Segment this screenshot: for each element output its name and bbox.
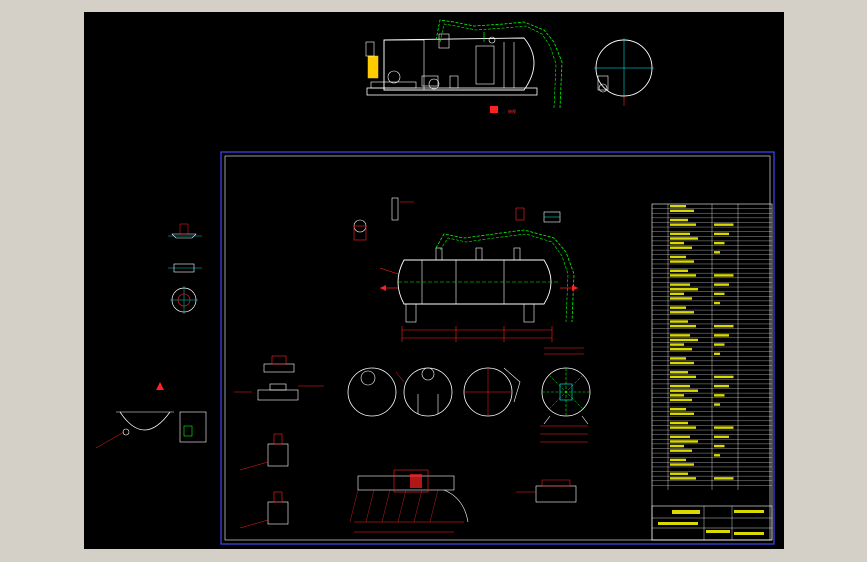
- title-block-text: [714, 477, 734, 480]
- drawing-frame-outer: [220, 151, 775, 545]
- title-block-text: [670, 306, 686, 309]
- title-block-text: [714, 435, 729, 439]
- title-block-text: [714, 384, 729, 388]
- title-block-text: [670, 311, 694, 314]
- title-block-text: [670, 472, 688, 475]
- title-block-text: [670, 444, 684, 448]
- title-block-text: [670, 237, 698, 240]
- title-block-text: [670, 463, 694, 466]
- title-block-text: [714, 324, 734, 328]
- title-block-text: [670, 412, 694, 415]
- title-block-text: [670, 384, 690, 388]
- title-block-text: [670, 269, 688, 272]
- title-block-text: [714, 292, 725, 296]
- title-block-text: [670, 288, 698, 291]
- title-block-text: [670, 407, 686, 411]
- title-block-text: [670, 283, 690, 286]
- title-block-text: [670, 348, 692, 351]
- title-block-text: [670, 260, 694, 263]
- title-block-text: [670, 297, 692, 300]
- title-block-text: [670, 320, 688, 323]
- title-block-text: [714, 232, 729, 236]
- title-block-text: [670, 394, 684, 397]
- title-block-text: [714, 394, 725, 397]
- title-block-text: [670, 458, 686, 462]
- title-block-text: [670, 292, 684, 296]
- title-block-text: [714, 444, 725, 448]
- main-elevation-view: [353, 197, 578, 342]
- title-block-text: [670, 371, 688, 374]
- title-block-text: [670, 246, 692, 249]
- title-block-text: [714, 301, 720, 305]
- title-block-text: [714, 426, 734, 429]
- title-block-text: [670, 361, 694, 365]
- title-block-text: [670, 274, 696, 277]
- nozzle-detail-views: [234, 355, 324, 529]
- title-block-text: [670, 435, 690, 439]
- title-block-text: [670, 223, 696, 226]
- title-block-text: [670, 255, 686, 259]
- title-block-text: [670, 218, 688, 222]
- title-block-text: [670, 440, 698, 443]
- title-block-text: [670, 205, 686, 208]
- title-block-text: [670, 241, 684, 245]
- title-block-text: [714, 241, 725, 245]
- title-block-text: [714, 454, 720, 457]
- title-block-text: [670, 449, 692, 452]
- left-detail-views: [95, 223, 207, 449]
- title-block-text: [670, 338, 698, 342]
- title-block-text: [670, 421, 688, 425]
- title-block-text: [670, 398, 692, 402]
- top-assembly-view: 俯视: [365, 19, 654, 114]
- title-block-text: [714, 283, 729, 286]
- title-block-text: [670, 426, 696, 429]
- title-block-text: [714, 274, 734, 277]
- cad-viewport[interactable]: 俯视: [84, 12, 784, 549]
- title-block-text: [714, 223, 734, 226]
- title-block-text: [670, 209, 694, 213]
- title-block-text: [670, 389, 698, 392]
- title-block-text: [714, 352, 720, 356]
- title-block-text: [714, 403, 720, 406]
- title-block-text: [670, 477, 696, 480]
- weld-detail-view: [349, 469, 577, 533]
- top-view-label: 俯视: [508, 108, 516, 114]
- title-block: [651, 203, 773, 541]
- drawing-frame-inner: [224, 155, 771, 541]
- title-block-text: [670, 324, 696, 328]
- title-block-text: [670, 343, 684, 346]
- title-block-text: [670, 232, 690, 236]
- cad-drawing-canvas[interactable]: 俯视: [84, 12, 784, 549]
- title-block-text: [670, 357, 686, 360]
- title-block-text: [714, 251, 720, 254]
- title-block-text: [714, 343, 725, 346]
- section-views: [347, 347, 591, 443]
- title-block-text: [714, 375, 734, 379]
- title-block-text: [714, 334, 729, 337]
- title-block-text: [670, 334, 690, 337]
- title-block-text: [670, 375, 696, 379]
